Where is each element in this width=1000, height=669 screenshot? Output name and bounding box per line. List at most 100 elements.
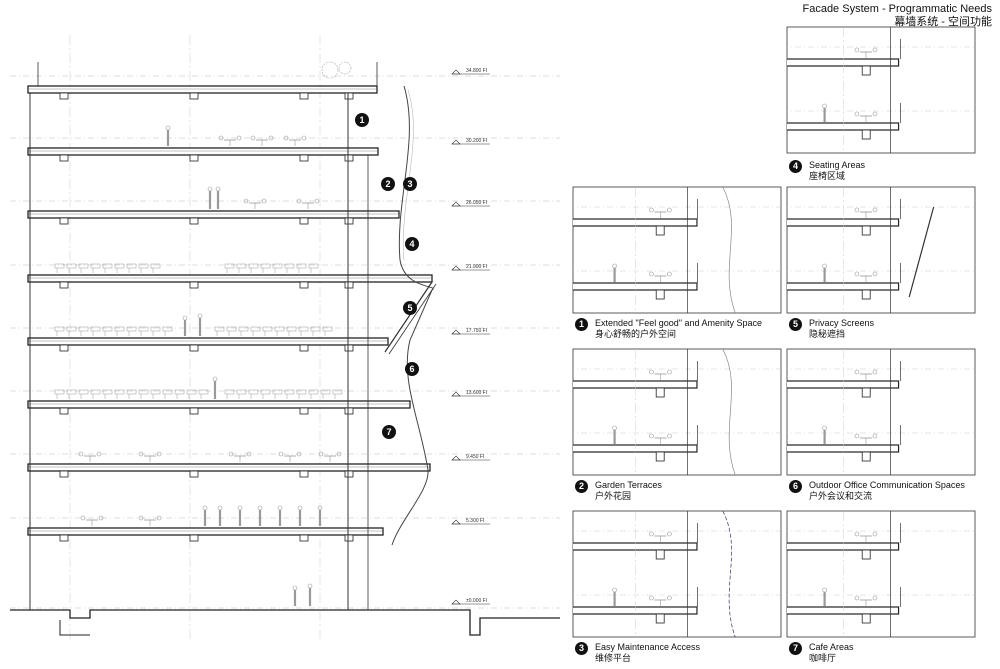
office-desk	[66, 263, 77, 269]
person-figure	[96, 451, 102, 457]
office-desk	[238, 326, 249, 332]
person-figure	[872, 207, 878, 213]
person-figure	[872, 369, 878, 375]
detail-panel-2	[572, 348, 782, 476]
panel-frame	[786, 186, 976, 314]
level-label: 17.750 FI	[466, 328, 487, 334]
office-desk	[150, 389, 161, 395]
caption-english: Extended "Feel good" and Amenity Space	[595, 318, 763, 328]
person-figure	[297, 505, 303, 511]
floor-slab	[27, 85, 378, 94]
office-desk	[250, 326, 261, 332]
beam	[189, 344, 199, 352]
office-desk	[298, 326, 309, 332]
person-figure	[261, 198, 267, 204]
office-desk	[66, 326, 77, 332]
person-figure	[236, 135, 242, 141]
beam	[189, 217, 199, 225]
level-marker-icon	[451, 391, 461, 397]
marker-4	[405, 237, 419, 251]
beam	[189, 407, 199, 415]
person-figure	[854, 433, 860, 439]
beam	[59, 407, 69, 415]
person-figure	[667, 433, 672, 439]
office-desk	[224, 263, 235, 269]
beam	[59, 344, 69, 352]
office-desk	[296, 389, 307, 395]
level-label: 34.800 FI	[466, 68, 487, 74]
marker-label: 4	[409, 239, 414, 249]
office-desk	[78, 326, 89, 332]
person-figure	[228, 451, 234, 457]
person-figure	[283, 135, 289, 141]
office-desk	[272, 389, 283, 395]
office-desk	[308, 389, 319, 395]
caption-chinese: 户外花园	[595, 491, 632, 501]
caption-chinese: 户外会议和交流	[809, 491, 873, 501]
panel-slab	[573, 606, 698, 615]
person-figure	[237, 505, 243, 511]
level-marker-icon	[451, 519, 461, 525]
level-marker-icon	[451, 265, 461, 271]
office-desk	[174, 389, 185, 395]
caption-chinese: 隐秘遮挡	[809, 329, 846, 339]
drawing-title: Facade System - Programmatic Needs	[802, 3, 992, 15]
panel-slab	[573, 444, 698, 453]
beam	[299, 470, 309, 478]
floor-slab	[27, 463, 431, 472]
panel-frame	[786, 26, 976, 154]
person-figure	[296, 451, 302, 457]
panel-beam	[655, 225, 665, 236]
level-label: ±0.000 FI	[466, 598, 487, 604]
person-figure	[336, 451, 342, 457]
panel-beam	[655, 387, 665, 398]
marker-label: 3	[407, 179, 412, 189]
person-figure	[197, 313, 203, 319]
office-desk	[78, 389, 89, 395]
person-figure	[156, 451, 162, 457]
person-figure	[649, 433, 654, 439]
person-figure	[667, 271, 672, 277]
level-label: 13.600 FI	[466, 390, 487, 396]
panel-frame	[572, 186, 782, 314]
panel-slab	[573, 218, 698, 227]
panel-slab	[787, 218, 900, 227]
office-desk	[186, 389, 197, 395]
caption-english: Seating Areas	[809, 160, 866, 170]
office-desk	[126, 389, 137, 395]
level-label: 21.900 FI	[466, 264, 487, 270]
beam	[189, 281, 199, 289]
person-figure	[649, 595, 654, 601]
panel-beam	[861, 65, 871, 76]
level-marker-icon	[451, 69, 461, 75]
panel-beam	[861, 289, 871, 300]
beam	[59, 534, 69, 542]
person-figure	[138, 451, 144, 457]
beam	[189, 92, 199, 100]
marker-7	[382, 425, 396, 439]
office-desk	[54, 263, 65, 269]
beam	[344, 92, 354, 100]
beam	[189, 534, 199, 542]
person-figure	[314, 198, 320, 204]
person-figure	[854, 111, 860, 117]
beam	[344, 470, 354, 478]
office-desk	[320, 389, 331, 395]
level-label: 9.450 FI	[466, 454, 484, 460]
panel-frame	[786, 348, 976, 476]
floor-slab	[27, 274, 433, 283]
panel-content	[573, 511, 781, 637]
person-figure	[854, 271, 860, 277]
marker-label: 2	[385, 179, 390, 189]
panel-curved-facade	[722, 349, 736, 475]
office-desk	[224, 389, 235, 395]
office-desk	[114, 389, 125, 395]
detail-panel-6	[786, 348, 976, 476]
beam	[299, 154, 309, 162]
panel-slab	[787, 444, 900, 453]
caption-chinese: 维修平台	[595, 653, 632, 663]
person-figure	[215, 186, 221, 192]
privacy-screen	[908, 206, 935, 298]
panel-content	[787, 511, 975, 637]
person-figure	[649, 207, 654, 213]
